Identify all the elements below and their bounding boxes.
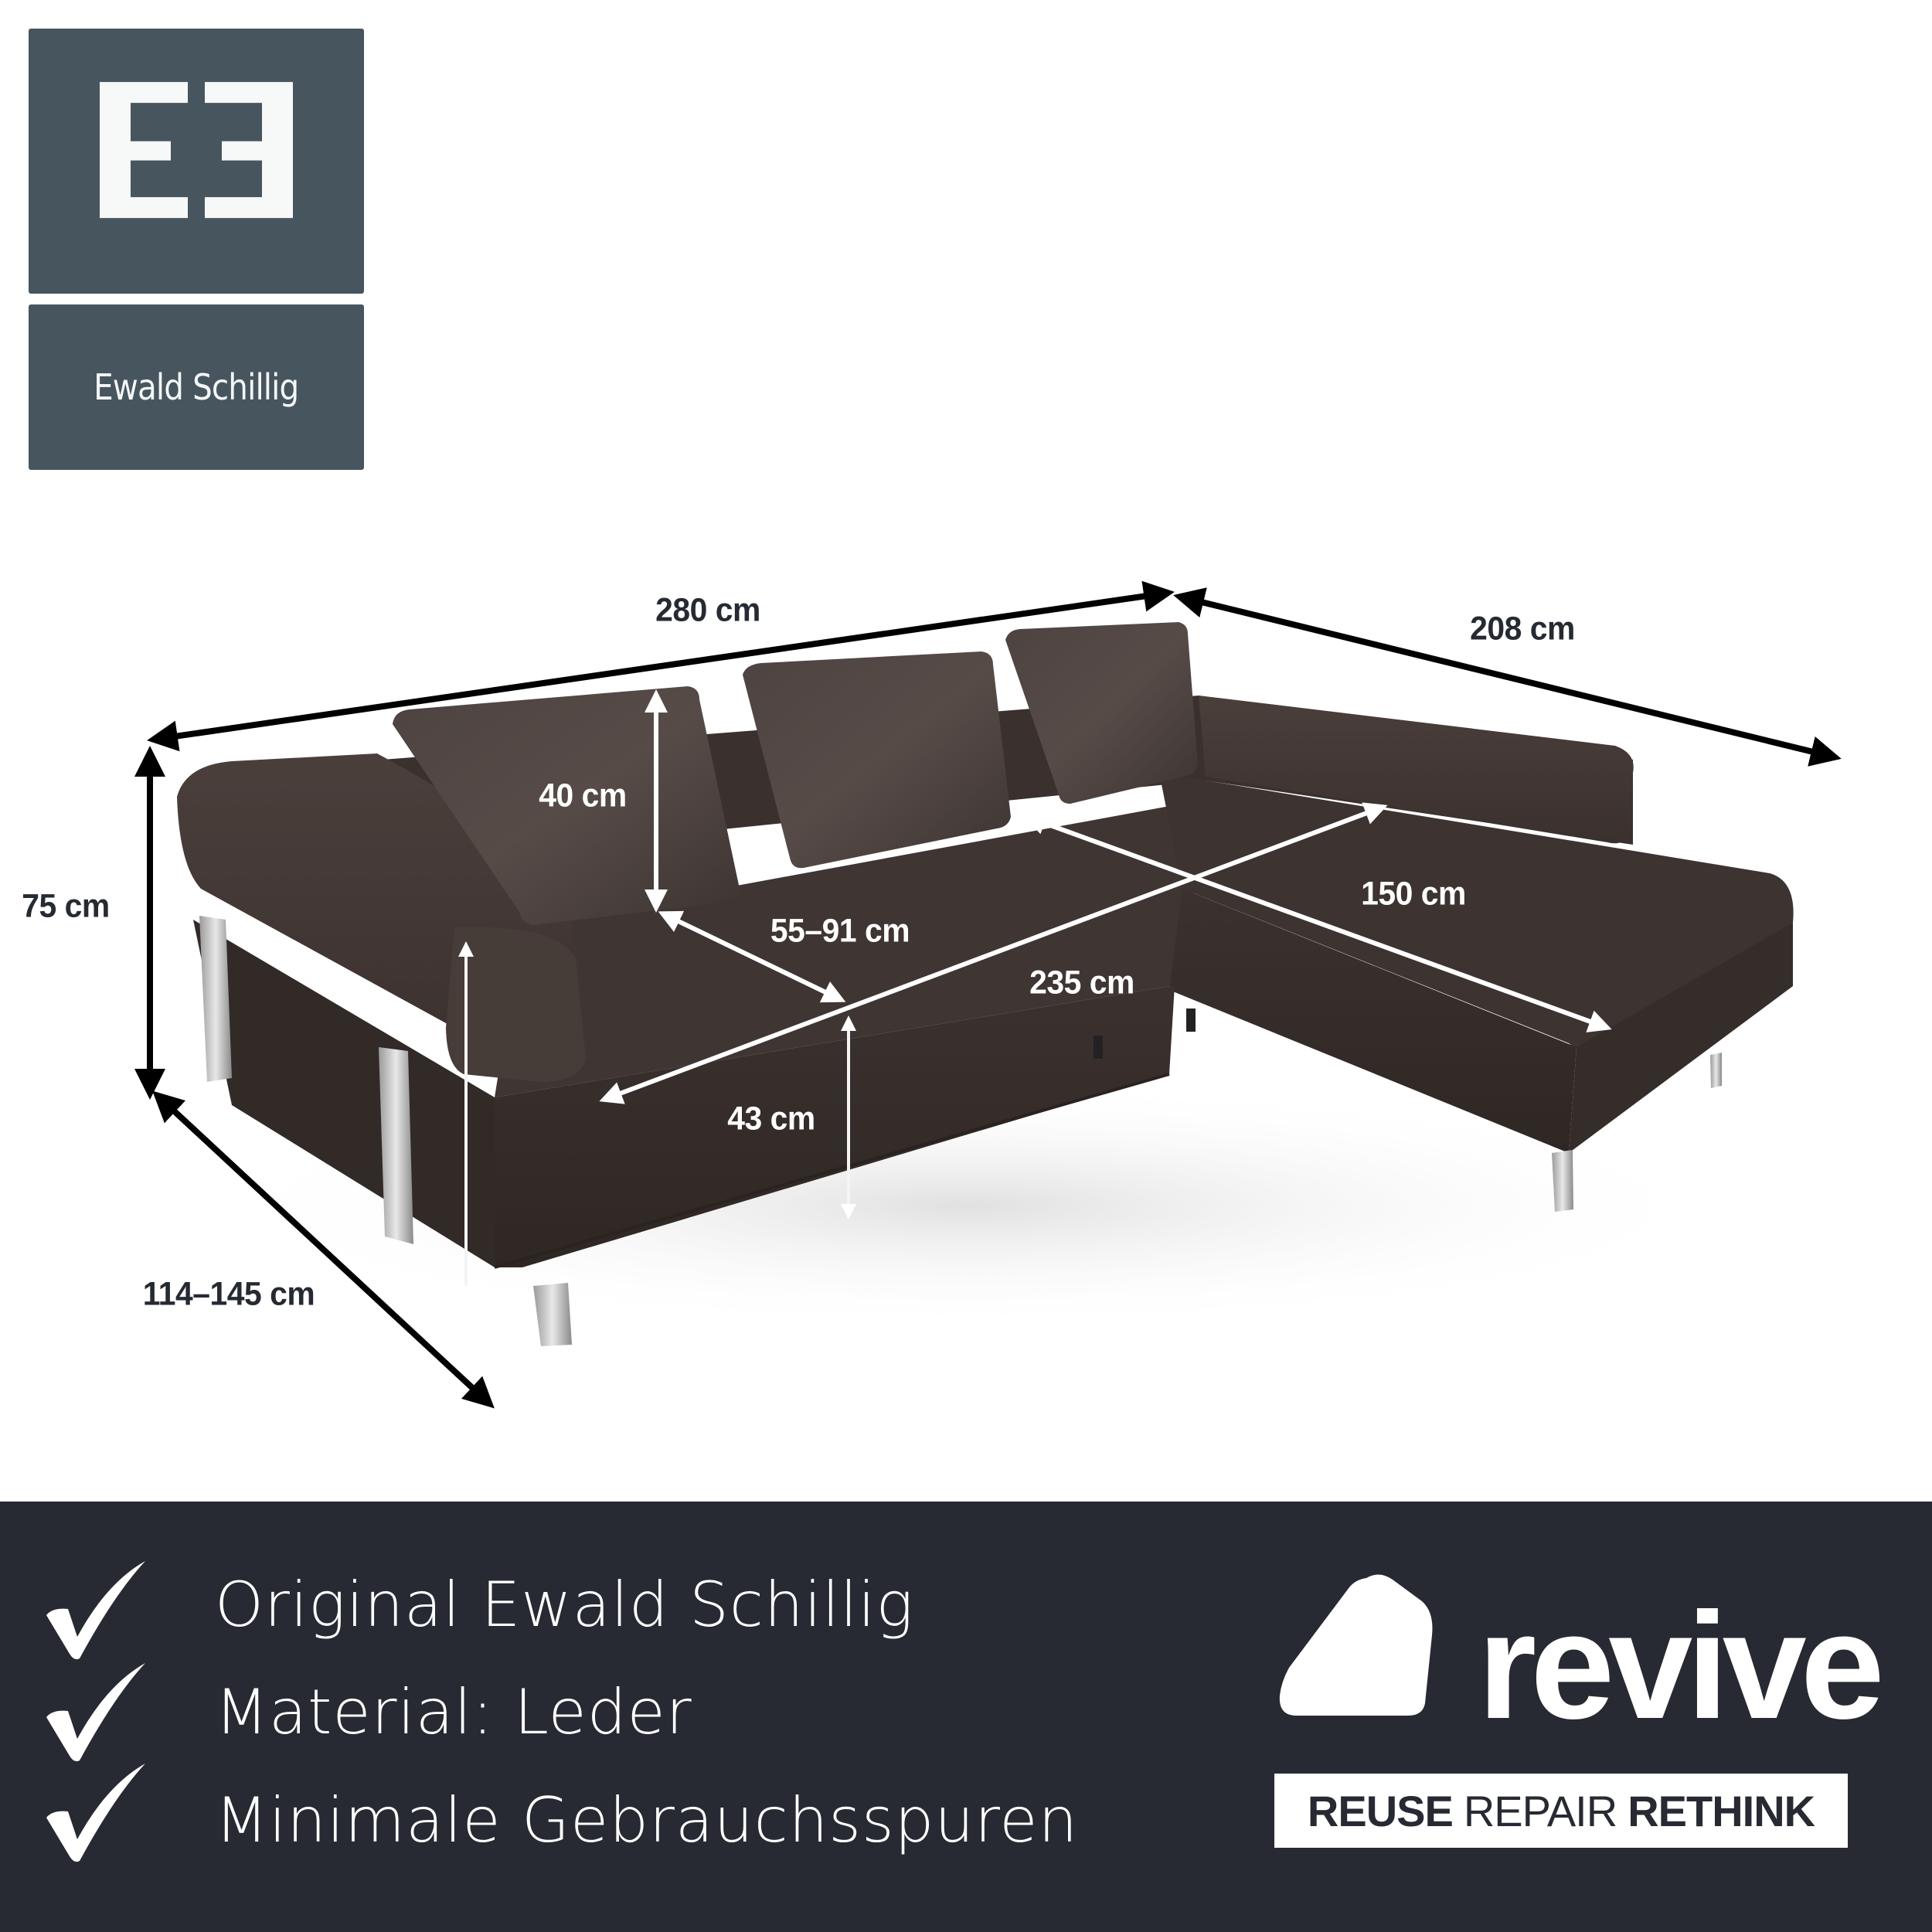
checkmark-icon (46, 1663, 145, 1762)
checkmark-icon (46, 1764, 145, 1862)
dimension-label-chaise-seat-length: 150 cm (1361, 875, 1466, 913)
feature-original: Original Ewald Schillig (215, 1569, 914, 1641)
ee-monogram-icon (100, 82, 293, 219)
dimension-label-seat-depth: 55–91 cm (770, 912, 910, 950)
brand-logo-monogram-panel (29, 29, 364, 294)
dimension-label-total-width: 280 cm (655, 591, 760, 629)
feature-material: Material: Leder (215, 1676, 692, 1748)
tagline-reuse: REUSE (1307, 1786, 1454, 1835)
product-dimension-diagram: 280 cm 208 cm 75 cm 114–145 cm 40 cm 55–… (0, 541, 1932, 1484)
dimension-label-seat-width: 235 cm (1029, 964, 1134, 1002)
arrow-total-width (147, 580, 1175, 752)
arrow-chaise-length (1173, 587, 1842, 767)
revive-logo-word: revive (1478, 1581, 1885, 1750)
info-banner (0, 1502, 1932, 1932)
tagline-repair: REPAIR (1463, 1786, 1617, 1835)
revive-tagline: REUSE REPAIR RETHINK (1274, 1774, 1848, 1848)
checkmark-icon (46, 1561, 145, 1660)
arrow-chaise-seat-length (1022, 812, 1612, 1032)
dimension-label-cushion-height: 40 cm (539, 777, 627, 815)
dimension-label-height: 75 cm (22, 887, 110, 925)
dimension-label-depth: 114–145 cm (142, 1275, 315, 1313)
dimension-label-seat-height: 43 cm (727, 1100, 815, 1138)
arrow-depth (152, 1090, 495, 1409)
brand-logo-name-panel: Ewald Schillig (29, 304, 364, 470)
revive-blob-icon (1279, 1574, 1433, 1716)
sofa-illustration (134, 580, 1842, 1409)
brand-name: Ewald Schillig (94, 366, 299, 408)
feature-condition: Minimale Gebrauchsspuren (215, 1784, 1079, 1856)
tagline-rethink: RETHINK (1628, 1786, 1815, 1835)
dimension-label-chaise-length: 208 cm (1470, 610, 1575, 648)
